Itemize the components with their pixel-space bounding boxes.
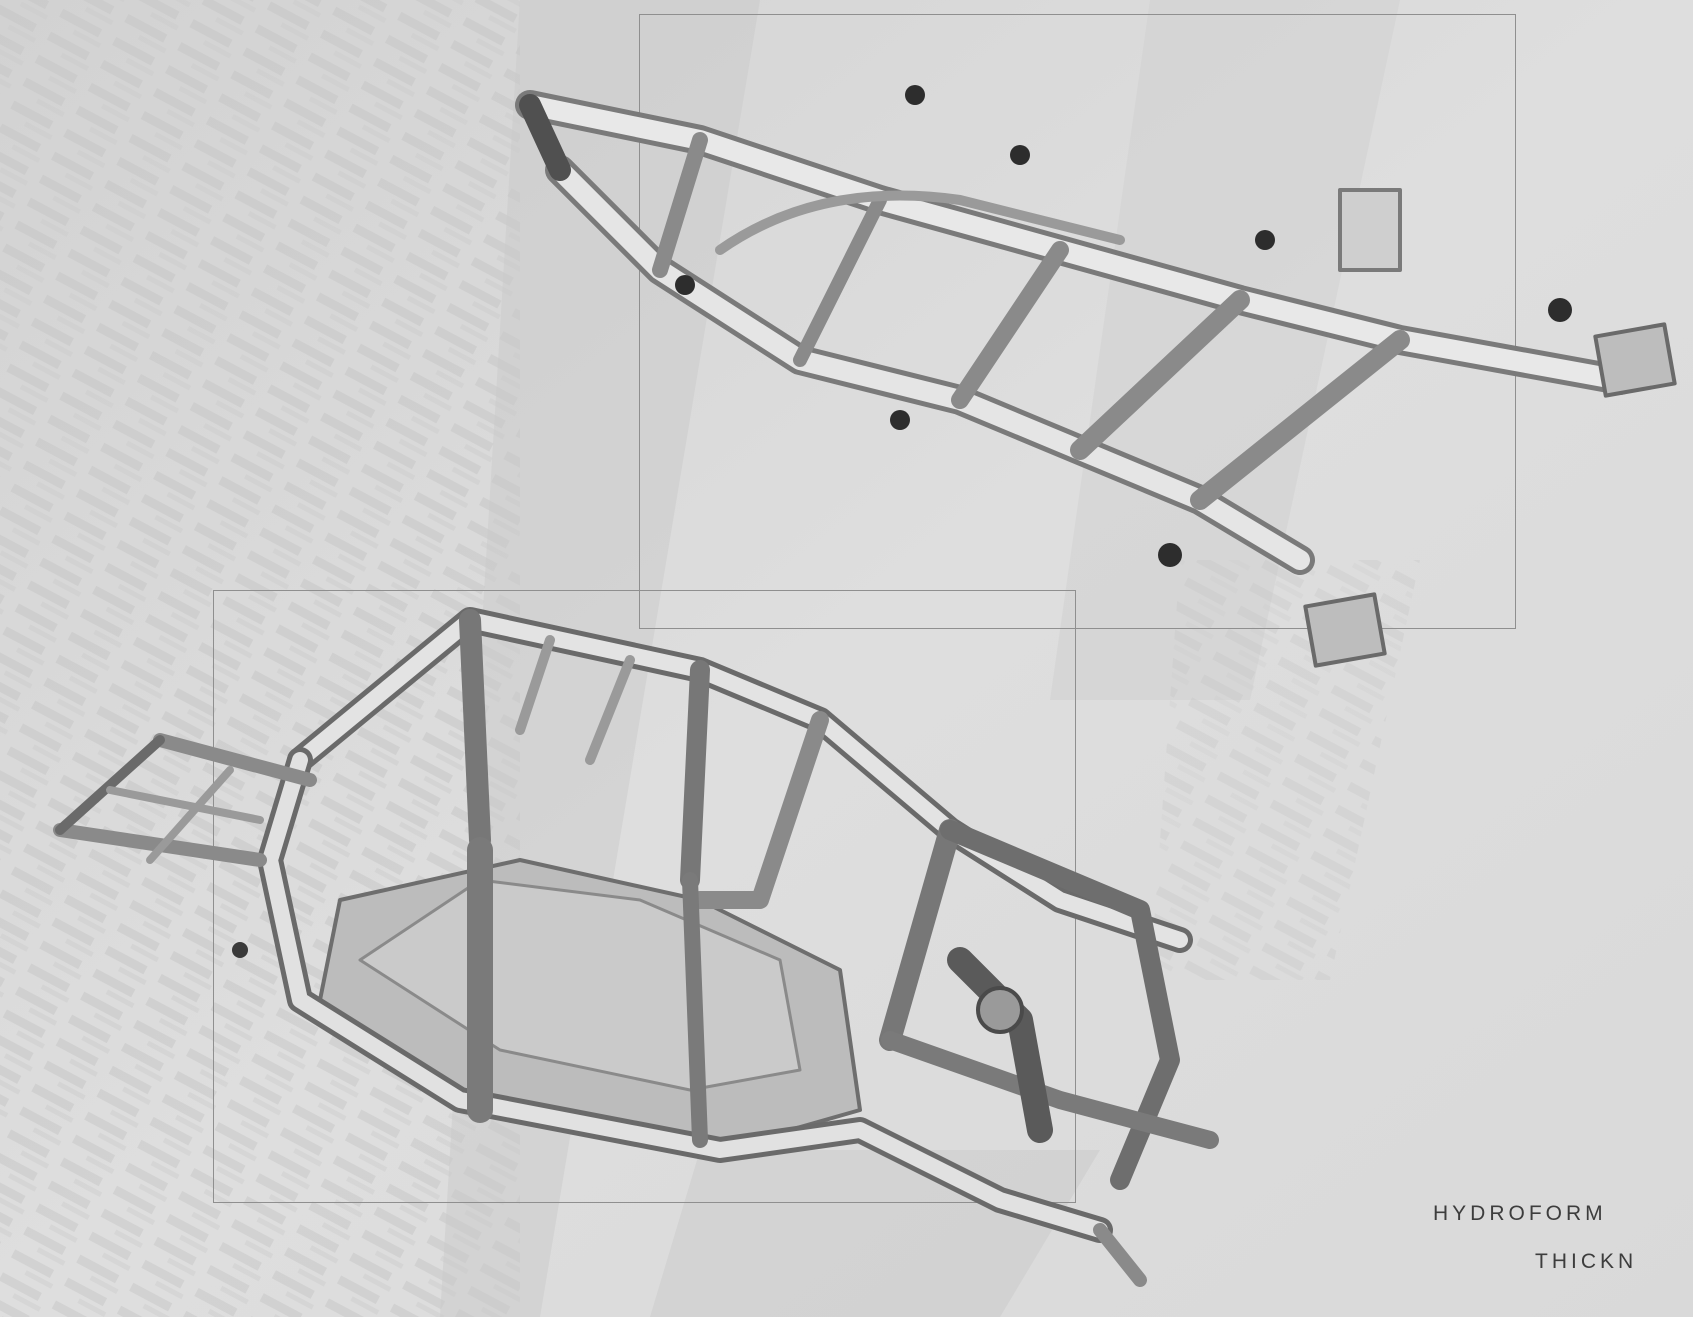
- caption-line-2: THICKN: [1535, 1250, 1638, 1273]
- upper-frame-outline: [639, 14, 1516, 629]
- hydroform-caption: HYDROFORM THICKN: [1433, 1190, 1693, 1286]
- caption-line-1: HYDROFORM: [1433, 1202, 1607, 1225]
